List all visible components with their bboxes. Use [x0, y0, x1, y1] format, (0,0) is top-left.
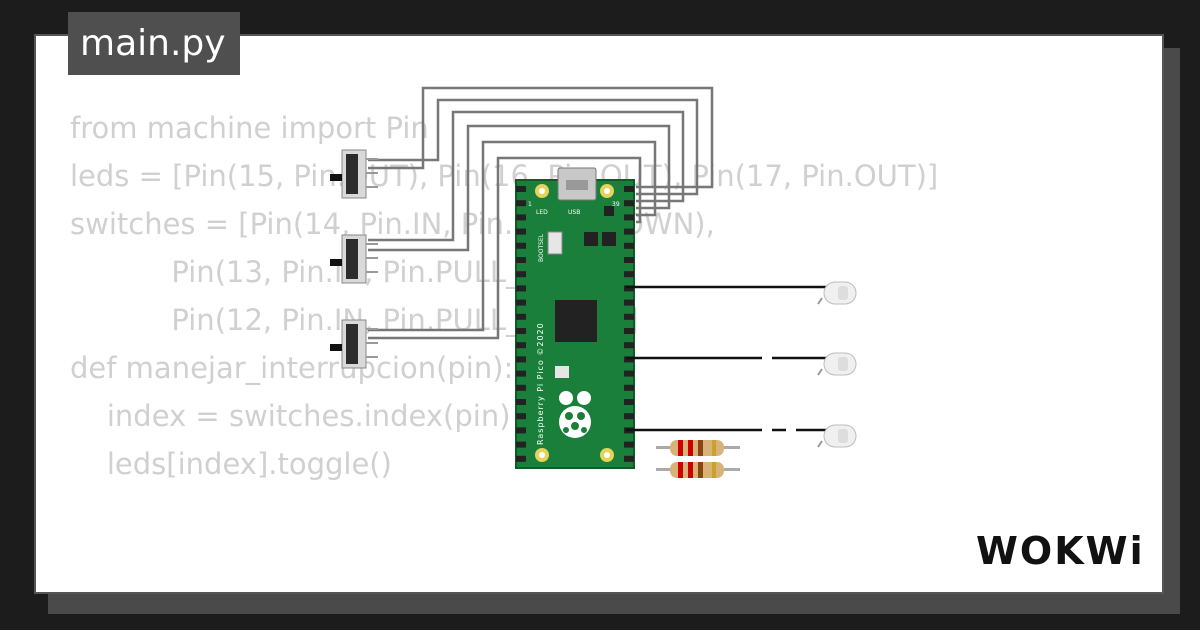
raspberry-pi-logo-icon [559, 391, 591, 438]
led[interactable] [817, 424, 857, 448]
pin [516, 370, 526, 377]
pin [516, 271, 526, 278]
wire-switch2-b [368, 124, 671, 252]
pin [624, 370, 634, 377]
wokwi-logo-text: WOKWi [976, 529, 1145, 570]
pin [624, 257, 634, 263]
wire-switch3-b [368, 156, 642, 340]
pin [516, 328, 526, 334]
pin [624, 200, 634, 207]
pin [516, 455, 526, 462]
pin [624, 186, 634, 192]
pin [624, 455, 634, 462]
pin [624, 399, 634, 405]
led[interactable] [817, 352, 857, 376]
pin [516, 186, 526, 192]
pin [516, 228, 526, 235]
pin [516, 313, 526, 320]
bootsel-label: BOOTSEL [538, 233, 545, 262]
pico-board[interactable]: USB LED 1 39 BOOTSEL Raspberry Pi Pico ©… [515, 167, 635, 469]
pin [516, 356, 526, 363]
flash-chip [584, 232, 598, 246]
pin [516, 200, 526, 207]
pin [624, 413, 634, 420]
led[interactable] [817, 281, 857, 305]
wire-switch3 [368, 140, 657, 332]
pin-header-left [516, 186, 526, 462]
resistor[interactable] [656, 462, 740, 478]
code-line: def manejar_interrupcion(pin): [70, 351, 514, 385]
pin [624, 242, 634, 249]
led-wires [626, 285, 830, 432]
wokwi-logo: WOKWi [976, 529, 1145, 570]
pin [624, 214, 634, 221]
filename-tab[interactable]: main.py [68, 12, 240, 75]
usb-label: USB [568, 209, 580, 216]
pin [624, 313, 634, 320]
rp2040-chip [555, 300, 597, 342]
pin1-label: 1 [528, 201, 532, 208]
wire-switch1 [368, 86, 714, 189]
pin [624, 342, 634, 349]
slide-switch[interactable] [330, 234, 378, 284]
wire-switch1-b [368, 98, 699, 196]
switch-wires [368, 86, 714, 340]
code-line: leds[index].toggle() [70, 447, 392, 481]
bootsel-button [547, 231, 563, 255]
pin [516, 214, 526, 221]
pin [624, 271, 634, 278]
pin [624, 384, 634, 391]
pin [624, 228, 634, 235]
resistor[interactable] [656, 440, 740, 456]
wire-switch2 [368, 110, 685, 242]
code-line: switches = [Pin(14, Pin.IN, Pin.PULL_DOW… [70, 207, 715, 241]
pin [516, 413, 526, 420]
pin [516, 399, 526, 405]
pin [516, 342, 526, 349]
pin [516, 242, 526, 249]
pin [624, 356, 634, 363]
pin [516, 427, 526, 434]
slide-switch[interactable] [330, 319, 378, 369]
pin [624, 285, 634, 292]
board-model-text: Raspberry Pi Pico ©2020 [536, 322, 545, 445]
pin [624, 328, 634, 334]
pin [516, 257, 526, 263]
code-line: from machine import Pin [70, 111, 429, 145]
led-label: LED [536, 209, 548, 216]
pin39-label: 39 [612, 201, 620, 208]
pin [516, 285, 526, 292]
pin [624, 299, 634, 306]
slide-switch[interactable] [330, 149, 378, 199]
pin [516, 299, 526, 306]
pin [624, 441, 634, 448]
code-line: index = switches.index(pin) [70, 399, 511, 433]
pin [516, 441, 526, 448]
pin [516, 384, 526, 391]
